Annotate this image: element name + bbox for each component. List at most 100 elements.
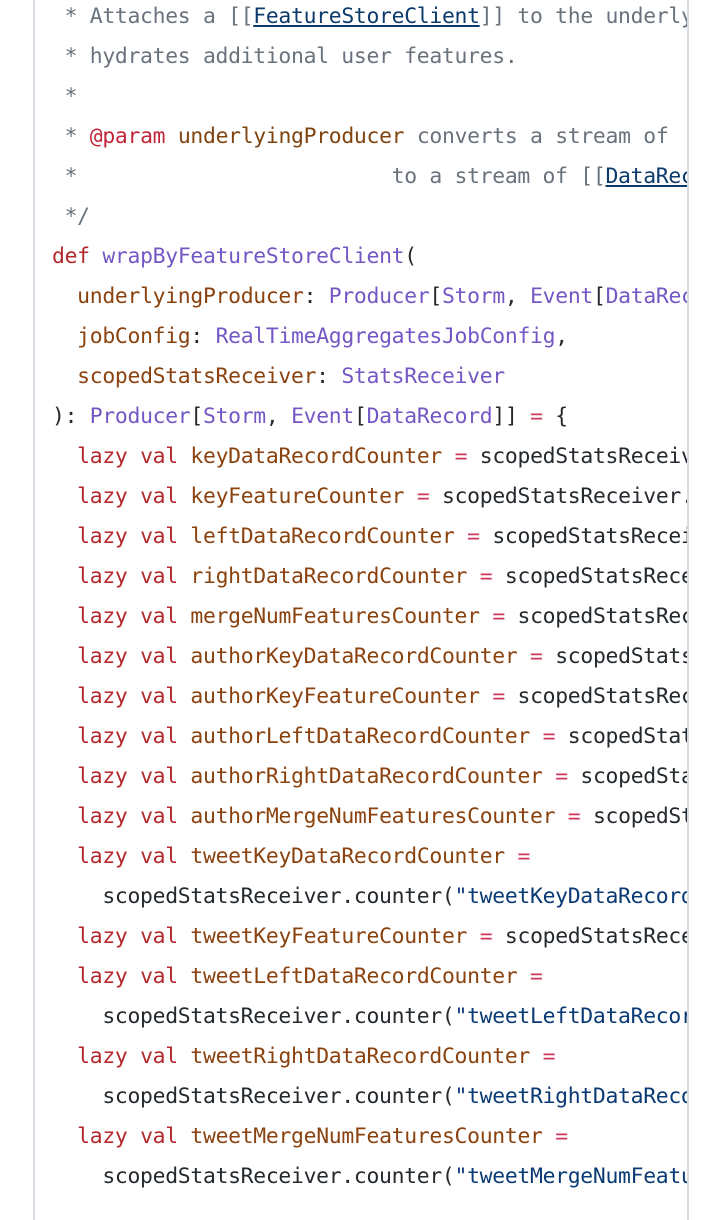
identifier: mergeNumFeaturesCounter: [190, 604, 480, 629]
operator: =: [530, 644, 543, 669]
doc-link[interactable]: FeatureStoreClient: [253, 4, 480, 29]
code-text: [467, 924, 480, 949]
code-text: [52, 1044, 77, 1069]
comment-text: *: [52, 84, 78, 109]
code-text: [178, 924, 191, 949]
string-literal: "tweetRightDataRecord": [454, 1084, 687, 1109]
code-text: :: [190, 324, 216, 349]
code-line: * @param underlyingProducer converts a s…: [52, 117, 687, 157]
code-line: lazy val keyFeatureCounter = scopedStats…: [52, 477, 687, 517]
code-line: lazy val tweetRightDataRecordCounter =: [52, 1037, 687, 1077]
keyword: def: [52, 244, 90, 269]
code-line: * Attaches a [[FeatureStoreClient]] to t…: [52, 0, 687, 37]
code-text: scopedStatsReceiver.counter("leftDataRec…: [492, 524, 689, 549]
code-line: lazy val tweetLeftDataRecordCounter =: [52, 957, 687, 997]
keyword: lazy val: [77, 644, 178, 669]
type-name: wrapByFeatureStoreClient: [102, 244, 405, 269]
identifier: tweetLeftDataRecordCounter: [190, 964, 518, 989]
code-text: scopedStatsReceiver.counter(: [52, 1004, 455, 1029]
code-text: [178, 524, 191, 549]
code-text: [178, 484, 191, 509]
keyword: lazy val: [77, 444, 178, 469]
code-line: lazy val authorLeftDataRecordCounter = s…: [52, 717, 687, 757]
code-line: jobConfig: RealTimeAggregatesJobConfig,: [52, 317, 687, 357]
param-name: underlyingProducer: [177, 124, 405, 149]
code-line: lazy val rightDataRecordCounter = scoped…: [52, 557, 687, 597]
code-line: scopedStatsReceiver.counter("tweetRightD…: [52, 1077, 687, 1117]
type-name: DataRecord: [605, 284, 687, 309]
code-text: [52, 444, 77, 469]
code-text: [480, 604, 493, 629]
code-block: * Attaches a [[FeatureStoreClient]] to t…: [52, 0, 689, 1197]
comment-text: converts a stream of: [404, 124, 669, 149]
type-name: StatsReceiver: [341, 364, 505, 389]
type-name: RealTimeAggregatesJobConfig: [215, 324, 556, 349]
keyword: lazy val: [77, 604, 178, 629]
keyword: lazy val: [77, 684, 178, 709]
identifier: tweetRightDataRecordCounter: [190, 1044, 531, 1069]
code-text: {: [542, 404, 568, 429]
keyword: lazy val: [77, 524, 178, 549]
code-text: [178, 684, 191, 709]
code-text: [52, 924, 77, 949]
code-text: [543, 764, 556, 789]
code-text: [: [429, 284, 442, 309]
code-text: scopedStatsReceiver.counter("authorLeftD…: [567, 724, 687, 749]
keyword: lazy val: [77, 964, 178, 989]
code-text: [178, 844, 191, 869]
code-text: [467, 564, 480, 589]
operator: =: [542, 1044, 556, 1069]
string-literal: "tweetLeftDataRecord": [454, 1004, 687, 1029]
code-viewer: * Attaches a [[FeatureStoreClient]] to t…: [33, 0, 689, 1220]
code-text: [: [592, 284, 606, 309]
code-text: [52, 284, 77, 309]
code-line: lazy val authorKeyFeatureCounter = scope…: [52, 677, 687, 717]
operator: =: [454, 444, 468, 469]
identifier: leftDataRecordCounter: [190, 524, 455, 549]
keyword: lazy val: [77, 844, 178, 869]
identifier: authorRightDataRecordCounter: [190, 764, 543, 789]
type-name: Storm: [442, 284, 505, 309]
code-text: [52, 684, 77, 709]
code-text: [52, 524, 77, 549]
code-text: [52, 964, 77, 989]
keyword: lazy val: [77, 564, 178, 589]
code-line: *: [52, 77, 687, 117]
code-text: [52, 724, 77, 749]
code-line: ): Producer[Storm, Event[DataRecord]] = …: [52, 397, 687, 437]
code-line: scopedStatsReceiver.counter("tweetLeftDa…: [52, 997, 687, 1037]
keyword: lazy val: [77, 484, 178, 509]
code-text: ,: [555, 324, 568, 349]
code-line: scopedStatsReceiver.counter("tweetMergeN…: [52, 1157, 687, 1197]
comment-text: * hydrates additional user features.: [52, 44, 518, 69]
identifier: jobConfig: [77, 324, 191, 349]
identifier: underlyingProducer: [77, 284, 304, 309]
code-text: scopedStatsReceiver.counter("keyDataReco…: [479, 444, 687, 469]
operator: =: [542, 724, 556, 749]
code-text: [52, 484, 77, 509]
code-text: scopedStatsReceiver.counter("tweetKeyFea…: [504, 924, 687, 949]
code-text: scopedStatsReceiver.counter("authorRight…: [580, 764, 687, 789]
code-text: (: [404, 244, 417, 269]
code-text: [52, 324, 77, 349]
identifier: tweetKeyFeatureCounter: [190, 924, 468, 949]
comment-text: * Attaches a [[: [52, 4, 254, 29]
code-line: lazy val tweetKeyFeatureCounter = scoped…: [52, 917, 687, 957]
code-text: [517, 644, 530, 669]
doc-link[interactable]: DataRecord: [605, 164, 687, 189]
code-text: scopedStatsReceiver.counter(: [52, 1084, 455, 1109]
keyword: lazy val: [77, 1044, 178, 1069]
keyword: lazy val: [77, 924, 178, 949]
code-text: [52, 364, 77, 389]
code-text: scopedStatsReceiver.counter("authorKeyFe…: [517, 684, 687, 709]
code-text: [178, 644, 191, 669]
code-text: [90, 244, 103, 269]
comment-text: *: [52, 124, 90, 149]
code-text: ]]: [492, 404, 531, 429]
code-text: scopedStatsReceiver.counter(: [52, 884, 455, 909]
code-text: [52, 764, 77, 789]
code-text: [455, 524, 468, 549]
identifier: keyFeatureCounter: [190, 484, 405, 509]
code-text: :: [303, 284, 329, 309]
code-line: def wrapByFeatureStoreClient(: [52, 237, 687, 277]
